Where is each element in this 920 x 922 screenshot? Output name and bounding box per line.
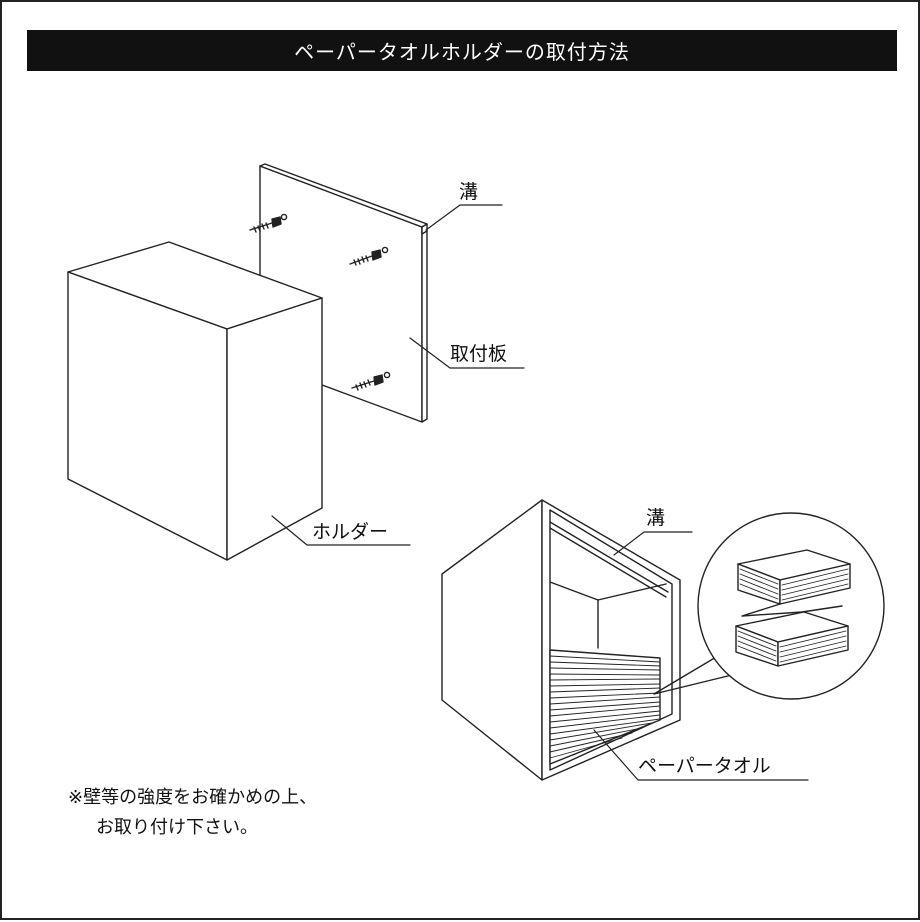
folded-towel-bottom: [735, 611, 849, 667]
leader-groove-top: [425, 204, 503, 231]
screw-icon: [249, 213, 288, 233]
open-holder-inner-top: [549, 581, 599, 601]
towel-stack-lines: [549, 655, 661, 759]
leader-holder: [271, 515, 411, 546]
label-groove-bottom: 溝: [646, 507, 665, 529]
open-holder: [441, 499, 681, 781]
plate-side: [421, 223, 428, 423]
open-holder-left-side: [441, 499, 543, 781]
leader-paper-towel: [593, 729, 809, 781]
label-holder: ホルダー: [312, 521, 388, 543]
screw-icon: [349, 246, 389, 266]
holder-right: [226, 297, 323, 561]
title-bar: ペーパータオルホルダーの取付方法: [27, 30, 897, 71]
leader-lines: [271, 204, 809, 781]
towel-fold-link: [741, 603, 843, 617]
page-title: ペーパータオルホルダーの取付方法: [294, 40, 630, 64]
caution-note-line2: お取り付け下さい。: [96, 817, 258, 838]
leader-groove-bottom: [613, 531, 693, 556]
plate-groove-notch: [421, 226, 428, 235]
caution-note-line1: ※壁等の強度をお確かめの上、: [68, 787, 318, 808]
detail-callout: [653, 512, 885, 700]
screw-icon: [351, 371, 391, 391]
label-paper-towel: ペーパータオル: [638, 755, 771, 777]
label-mounting-plate: 取付板: [450, 343, 507, 365]
screws: [249, 213, 391, 391]
holder-box: [67, 241, 323, 561]
label-groove-top: 溝: [459, 181, 478, 203]
detail-circle: [697, 512, 885, 700]
folded-towel-top: [737, 549, 851, 605]
leader-mounting-plate: [409, 337, 525, 369]
